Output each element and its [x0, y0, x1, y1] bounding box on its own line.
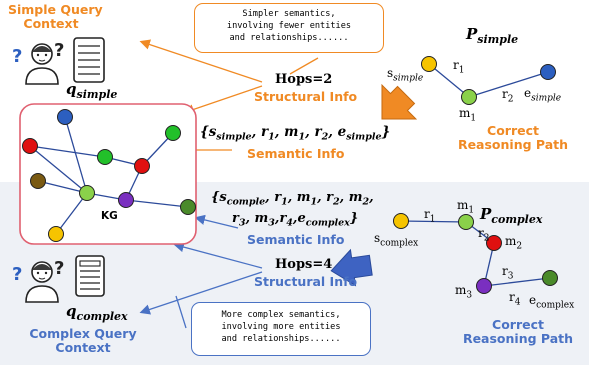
complex-semantics-bubble: More complex semantics, involving more e…: [191, 302, 371, 356]
simple-path-s-label: ssimple: [387, 66, 424, 84]
hops-simple-label: Hops=2: [275, 72, 333, 87]
complex-path-s-label: scomplex: [374, 231, 419, 249]
simple-path-node-m1: [461, 89, 477, 105]
kg-node-green-right: [165, 125, 181, 141]
correct-reasoning-path-complex-label: Correct Reasoning Path: [462, 317, 574, 346]
semantic-complex-set-line2: r3, m3,r4,ecomplex}: [232, 211, 359, 229]
arrow-structural-to-context-bottom: [139, 271, 263, 315]
kg-label: KG: [101, 210, 118, 222]
complex-path-r4-label: r4: [509, 290, 521, 308]
complex-path-node-m3: [476, 278, 492, 294]
complex-query-context-heading: Complex Query Context: [29, 326, 137, 355]
p-complex-title: Pcomplex: [480, 205, 543, 226]
kg-node-olive: [30, 173, 46, 189]
semantic-complex-set-line1: {scomple, r1, m1, r2, m2,: [211, 190, 374, 208]
complex-path-m1-label: m1: [457, 198, 475, 216]
structural-info-complex-label: Structural Info: [254, 274, 358, 289]
p-simple-title: Psimple: [466, 25, 519, 46]
simple-path-node-s: [421, 56, 437, 72]
complex-path-r2-label: r2: [478, 226, 490, 244]
person-thinking-icon-bottom: ? ?: [12, 258, 64, 303]
complex-path-m2-label: m2: [505, 234, 523, 252]
arrow-bubble-to-context: [289, 57, 319, 75]
kg-node-blue: [57, 109, 73, 125]
arrow-bubble-to-context-bottom: [175, 295, 187, 329]
svg-text:?: ?: [54, 40, 64, 61]
correct-reasoning-path-simple-label: Correct Reasoning Path: [457, 123, 569, 152]
semantic-info-complex-label: Semantic Info: [247, 232, 345, 247]
simple-path-r1-label: r1: [453, 58, 465, 76]
simple-path-r2-label: r2: [502, 87, 514, 105]
arrow-structural-to-kg: [183, 85, 263, 115]
svg-text:?: ?: [12, 264, 22, 285]
person-thinking-icon: ? ?: [12, 40, 64, 85]
simple-query-context-heading: Simple Query Context: [8, 2, 103, 31]
big-blue-arrow-icon: [330, 248, 373, 287]
semantic-simple-set: {ssimple, r1, m1, r2, esimple}: [200, 124, 391, 143]
kg-node-green-top: [97, 149, 113, 165]
q-simple-label: qsimple: [66, 80, 118, 101]
svg-text:?: ?: [54, 258, 64, 279]
complex-path-node-m1: [458, 214, 474, 230]
simple-path-node-e: [540, 64, 556, 80]
arrow-structural-to-context: [139, 39, 263, 83]
simple-path-e-label: esimple: [524, 86, 562, 104]
arrow-semantic-complex-to-kg: [194, 214, 239, 229]
complex-path-m3-label: m3: [455, 283, 473, 301]
simple-path-m1-label: m1: [459, 106, 477, 124]
kg-node-red-center: [134, 158, 150, 174]
kg-node-darkgreen: [180, 199, 196, 215]
kg-node-lime: [79, 185, 95, 201]
kg-node-red-left: [22, 138, 38, 154]
kg-node-yellow: [48, 226, 64, 242]
document-icon: [73, 37, 105, 83]
complex-path-node-s: [393, 213, 409, 229]
structural-info-simple-label: Structural Info: [254, 89, 358, 104]
complex-path-node-e: [542, 270, 558, 286]
complex-path-node-m2: [486, 235, 502, 251]
semantic-info-simple-label: Semantic Info: [247, 146, 345, 161]
arrow-structural-to-kg-bottom: [173, 241, 263, 269]
svg-text:?: ?: [12, 46, 22, 67]
kg-node-purple: [118, 192, 134, 208]
kg-box: [19, 103, 197, 245]
simple-semantics-bubble: Simpler semantics, involving fewer entit…: [194, 3, 384, 53]
q-complex-label: qcomplex: [66, 302, 128, 323]
big-orange-arrow-icon: [381, 83, 418, 120]
complex-path-e-label: ecomplex: [529, 293, 575, 311]
document-complex-icon: [75, 255, 105, 297]
hops-complex-label: Hops=4: [275, 257, 333, 272]
complex-path-r3-label: r3: [502, 264, 514, 282]
complex-path-r1-label: r1: [424, 207, 436, 225]
